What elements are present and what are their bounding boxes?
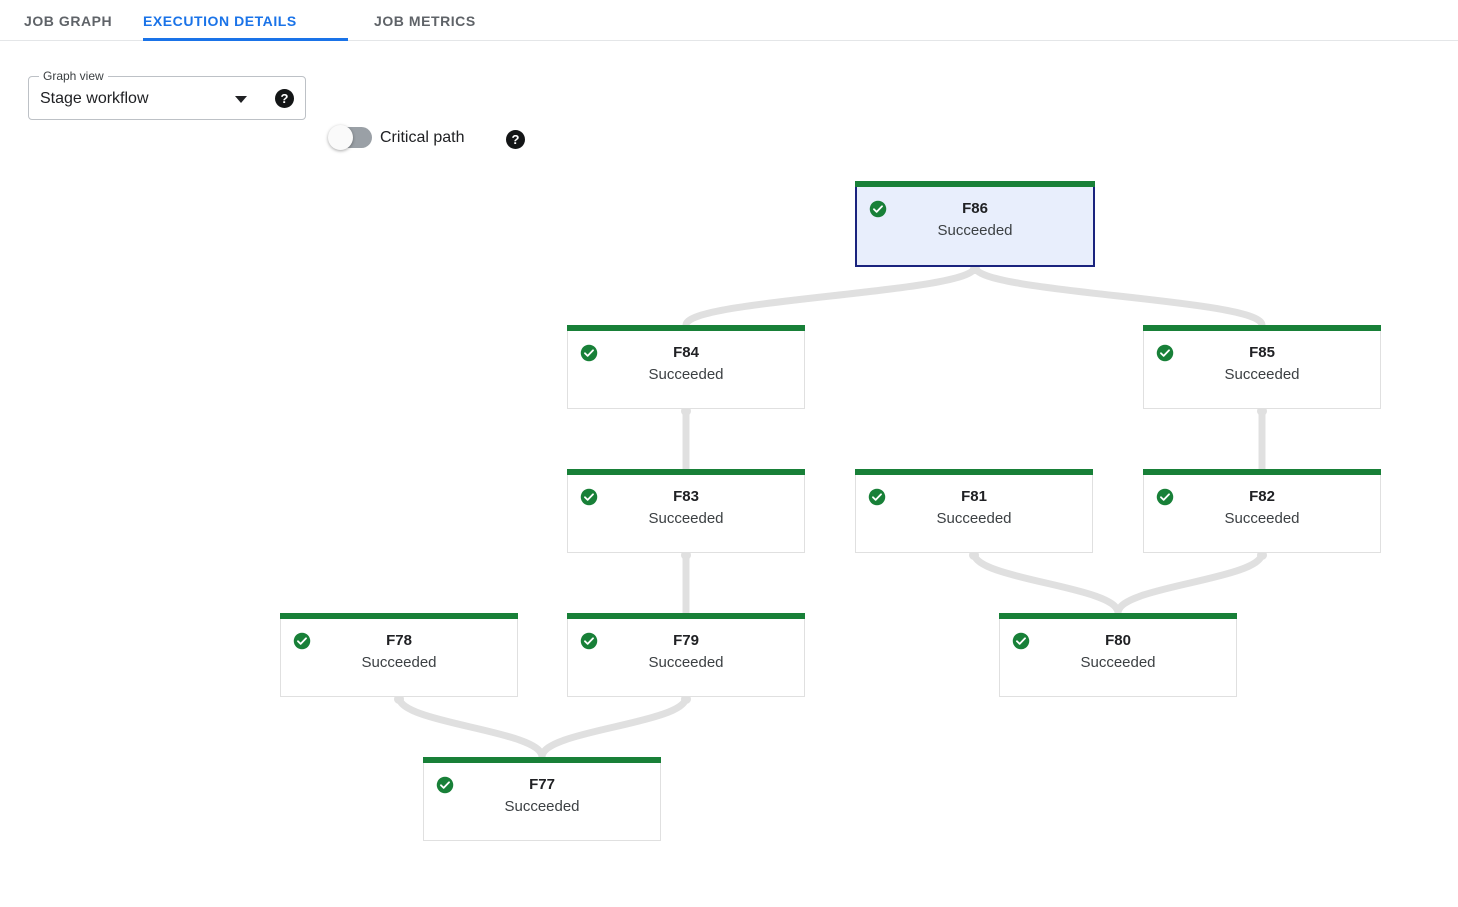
check-circle-icon — [1156, 488, 1174, 506]
check-circle-icon — [1156, 344, 1174, 362]
graph-view-help-glyph: ? — [280, 91, 289, 106]
graph-edge-f86-to-f85 — [971, 263, 1266, 329]
node-status-text: Succeeded — [1080, 654, 1156, 671]
graph-view-select[interactable]: Graph view Stage workflow — [28, 69, 306, 120]
node-title: F83 — [673, 488, 699, 505]
node-status-bar — [1143, 325, 1381, 331]
node-status-text: Succeeded — [1224, 366, 1300, 383]
node-status-bar — [567, 469, 805, 475]
graph-edge-f81-to-f80 — [970, 549, 1122, 617]
graph-view-label: Graph view — [39, 69, 108, 83]
node-title: F77 — [529, 776, 555, 793]
active-tab-indicator — [143, 38, 348, 41]
node-status-text: Succeeded — [1224, 510, 1300, 527]
tab-job-metrics-label: JOB METRICS — [374, 12, 476, 29]
tab-job-graph-label: JOB GRAPH — [24, 12, 113, 29]
graph-view-help-icon[interactable]: ? — [275, 89, 294, 108]
graph-edge-f78-to-f77 — [395, 693, 546, 761]
check-circle-icon — [580, 488, 598, 506]
tab-bar: JOB GRAPH EXECUTION DETAILS JOB METRICS — [0, 0, 1458, 41]
graph-edge-f86-to-f84 — [682, 263, 979, 329]
check-circle-icon — [869, 200, 887, 218]
tab-execution-details-label: EXECUTION DETAILS — [143, 12, 297, 29]
check-circle-icon — [293, 632, 311, 650]
critical-path-help-icon[interactable]: ? — [506, 130, 525, 149]
node-status-bar — [999, 613, 1237, 619]
node-title: F80 — [1105, 632, 1131, 649]
tab-execution-details[interactable]: EXECUTION DETAILS — [143, 0, 348, 41]
critical-path-label: Critical path — [380, 129, 465, 146]
node-status-text: Succeeded — [648, 654, 724, 671]
chevron-down-icon[interactable] — [235, 96, 247, 103]
node-status-text: Succeeded — [504, 798, 580, 815]
node-status-text: Succeeded — [361, 654, 437, 671]
node-status-bar — [423, 757, 661, 763]
node-status-bar — [855, 469, 1093, 475]
node-status-bar — [567, 613, 805, 619]
node-title: F86 — [962, 200, 988, 217]
node-title: F81 — [961, 488, 987, 505]
critical-path-help-glyph: ? — [511, 132, 520, 147]
critical-path-toggle[interactable] — [328, 125, 372, 150]
node-title: F84 — [673, 344, 699, 361]
check-circle-icon — [580, 344, 598, 362]
node-status-bar — [1143, 469, 1381, 475]
tab-job-graph[interactable]: JOB GRAPH — [24, 0, 117, 41]
node-status-text: Succeeded — [937, 222, 1013, 239]
node-title: F82 — [1249, 488, 1275, 505]
node-title: F78 — [386, 632, 412, 649]
node-status-text: Succeeded — [648, 510, 724, 527]
node-status-bar — [855, 181, 1095, 187]
node-title: F85 — [1249, 344, 1275, 361]
toggle-knob — [328, 125, 353, 150]
graph-edge-f82-to-f80 — [1114, 549, 1266, 617]
graph-edge-f79-to-f77 — [538, 693, 690, 761]
check-circle-icon — [868, 488, 886, 506]
check-circle-icon — [1012, 632, 1030, 650]
check-circle-icon — [580, 632, 598, 650]
node-title: F79 — [673, 632, 699, 649]
tab-job-metrics[interactable]: JOB METRICS — [374, 0, 476, 41]
node-status-bar — [567, 325, 805, 331]
node-status-bar — [280, 613, 518, 619]
toolbar: Graph view Stage workflow ? Critical pat… — [0, 41, 1458, 150]
node-status-text: Succeeded — [936, 510, 1012, 527]
node-status-text: Succeeded — [648, 366, 724, 383]
graph-view-value: Stage workflow — [40, 90, 149, 107]
check-circle-icon — [436, 776, 454, 794]
